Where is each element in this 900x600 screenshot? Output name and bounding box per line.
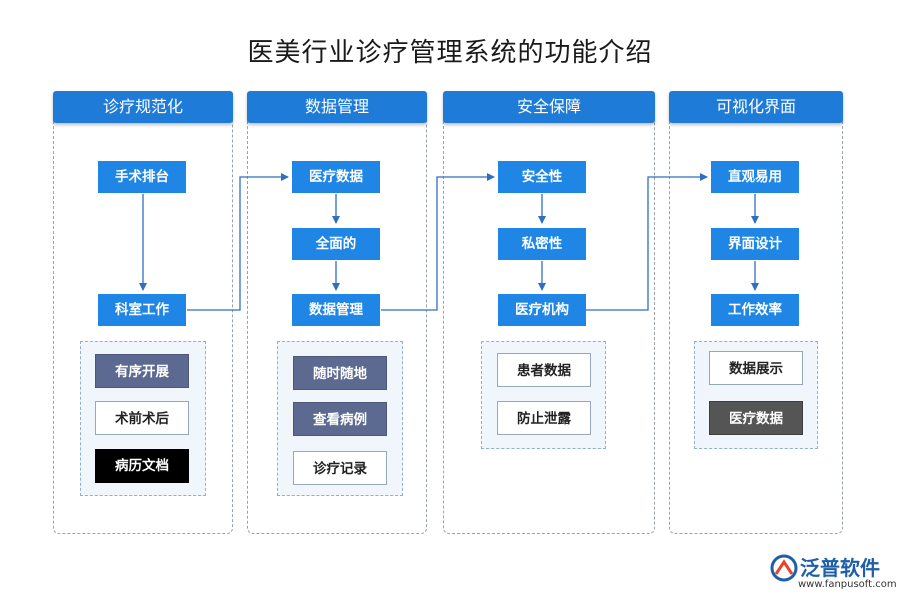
- tag-pre-post-op: 术前术后: [95, 401, 189, 435]
- tag-orderly: 有序开展: [95, 354, 189, 388]
- column-header-4: 可视化界面: [669, 91, 843, 123]
- tag-medical-records: 病历文档: [95, 449, 189, 483]
- node-data-management: 数据管理: [292, 294, 380, 326]
- node-interface-design: 界面设计: [711, 228, 799, 260]
- tag-treatment-records: 诊疗记录: [293, 451, 387, 485]
- logo-name: 泛普软件: [800, 556, 880, 580]
- column-header-2: 数据管理: [247, 91, 427, 123]
- node-privacy: 私密性: [498, 228, 586, 260]
- node-intuitive: 直观易用: [711, 161, 799, 193]
- connector-3-4: [586, 173, 708, 311]
- column-header-1: 诊疗规范化: [53, 91, 233, 123]
- fanpu-logo: 泛普软件 www.fanpusoft.com: [770, 554, 897, 594]
- connector-1-2: [187, 173, 289, 311]
- tag-prevent-leak: 防止泄露: [497, 401, 591, 435]
- node-medical-institution: 医疗机构: [498, 294, 586, 326]
- node-department-work: 科室工作: [98, 294, 186, 326]
- tag-view-cases: 查看病例: [293, 402, 387, 436]
- logo-url: www.fanpusoft.com: [798, 579, 897, 590]
- node-medical-data: 医疗数据: [292, 161, 380, 193]
- tag-data-display: 数据展示: [709, 351, 803, 385]
- connector-2-3: [381, 173, 495, 311]
- node-work-efficiency: 工作效率: [711, 294, 799, 326]
- node-surgery-scheduling: 手术排台: [98, 161, 186, 193]
- column-header-3: 安全保障: [443, 91, 655, 123]
- node-security: 安全性: [498, 161, 586, 193]
- node-comprehensive: 全面的: [292, 228, 380, 260]
- logo-icon: [770, 554, 798, 582]
- tag-medical-data: 医疗数据: [709, 401, 803, 435]
- tag-anytime-anywhere: 随时随地: [293, 356, 387, 390]
- page-title: 医美行业诊疗管理系统的功能介绍: [247, 38, 653, 68]
- tag-patient-data: 患者数据: [497, 353, 591, 387]
